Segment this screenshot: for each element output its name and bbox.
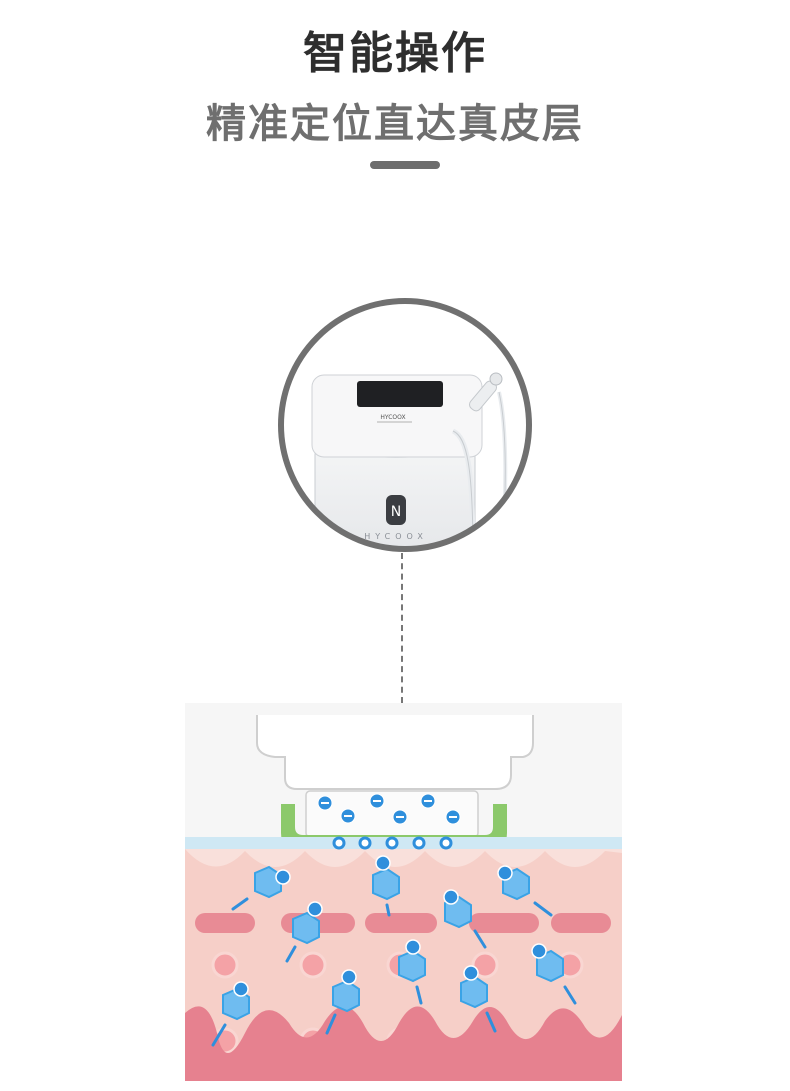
page-title: 智能操作 <box>303 28 487 79</box>
title-divider <box>370 161 440 169</box>
device-screen-brand: HYCOOX <box>380 414 405 421</box>
brand-badge <box>386 495 406 525</box>
svg-text:N: N <box>391 504 401 520</box>
device-screen <box>357 381 443 407</box>
applicator-outline <box>256 715 534 790</box>
connector-dashed-line <box>401 553 403 703</box>
device-photo-circle: N HYCOOX HYCOOX <box>278 298 532 552</box>
skin-penetration-diagram <box>185 703 622 1081</box>
device-brand-text: HYCOOX <box>364 532 428 541</box>
active-molecules <box>222 865 564 1021</box>
surface-ions <box>332 836 453 850</box>
page-subtitle: 精准定位直达真皮层 <box>206 101 584 147</box>
